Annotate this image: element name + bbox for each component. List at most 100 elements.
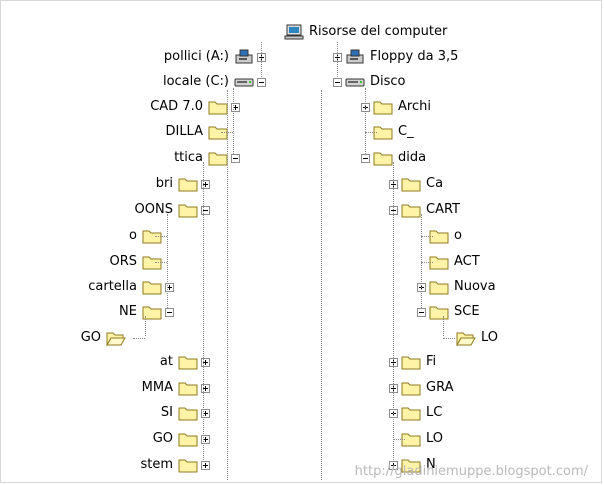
folder-open-icon [456, 332, 476, 346]
expand-toggle[interactable] [231, 102, 240, 112]
tree-item-label: dida [398, 150, 427, 165]
tree-item-dilla[interactable]: DILLA [163, 122, 240, 142]
collapse-toggle[interactable] [361, 153, 370, 163]
tree-item-nuova[interactable]: Nuova [417, 277, 498, 297]
folder-icon [178, 433, 198, 447]
tree-item-at[interactable]: at [158, 352, 210, 372]
tree-root[interactable]: Risorse del computer [284, 22, 449, 42]
collapse-toggle[interactable] [231, 153, 240, 163]
expand-toggle[interactable] [201, 460, 210, 470]
tree-item-mma[interactable]: MMA [140, 378, 210, 398]
tree-item-label: LC [426, 405, 443, 420]
tree-item-o2[interactable]: o [417, 226, 464, 246]
tree-line [337, 42, 338, 79]
tree-line [261, 42, 262, 79]
tree-line [443, 338, 455, 339]
tree-item-lo-open[interactable]: LO [456, 328, 500, 348]
tree-item-cart[interactable]: CART [389, 200, 462, 220]
tree-item-label: o [454, 228, 462, 243]
tree-item-label: LO [481, 330, 499, 345]
tree-item-label: ACT [454, 254, 480, 269]
collapse-toggle[interactable] [417, 307, 426, 317]
folder-icon [429, 256, 449, 270]
tree-item-ca[interactable]: Ca [389, 174, 445, 194]
folder-icon [401, 356, 421, 370]
folder-icon [401, 407, 421, 421]
tree-line [421, 262, 433, 263]
folder-icon [142, 306, 162, 320]
tree-item-label: NE [119, 304, 137, 319]
tree-item-ne[interactable]: NE [117, 302, 174, 322]
expand-toggle[interactable] [201, 383, 210, 393]
tree-item-go-open[interactable]: GO [79, 328, 138, 348]
collapse-toggle[interactable] [201, 205, 210, 215]
folder-icon [401, 382, 421, 396]
tree-item-label: LO [426, 431, 444, 446]
tree-item-label: ttica [174, 150, 203, 165]
tree-line [365, 88, 366, 154]
tree-item-label: CAD 7.0 [150, 99, 203, 114]
floppy-drive-icon [235, 49, 253, 64]
tree-item-oons[interactable]: OONS [133, 200, 210, 220]
folder-icon [178, 204, 198, 218]
tree-item-disco[interactable]: Disco [333, 72, 408, 92]
expand-toggle[interactable] [201, 408, 210, 418]
tree-line [145, 316, 146, 336]
folder-icon [401, 433, 421, 447]
tree-item-locale[interactable]: locale (C:) [161, 72, 266, 92]
folder-icon [142, 230, 162, 244]
folder-icon [208, 101, 228, 115]
folder-icon [178, 356, 198, 370]
tree-line [365, 132, 377, 133]
tree-item-label: Nuova [454, 279, 496, 294]
tree-item-label: ORS [109, 254, 137, 269]
tree-item-archi[interactable]: Archi [361, 97, 433, 117]
expand-toggle[interactable] [389, 460, 398, 470]
tree-item-bri[interactable]: bri [154, 174, 210, 194]
tree-item-lc[interactable]: LC [389, 403, 444, 423]
tree-item-sce[interactable]: SCE [417, 302, 482, 322]
tree-item-n[interactable]: N [389, 455, 438, 475]
tree-guide-line [321, 90, 322, 480]
tree-item-label: locale (C:) [162, 74, 229, 89]
folder-icon [401, 204, 421, 218]
tree-item-ors[interactable]: ORS [107, 252, 174, 272]
folder-icon [208, 152, 228, 166]
folder-icon [429, 281, 449, 295]
tree-item-o[interactable]: o [127, 226, 174, 246]
tree-item-ttica[interactable]: ttica [172, 148, 240, 168]
tree-item-label: pollici (A:) [163, 49, 229, 64]
tree-item-fi[interactable]: Fi [389, 352, 438, 372]
folder-icon [178, 382, 198, 396]
tree-item-go[interactable]: GO [151, 429, 210, 449]
hard-drive-icon [345, 78, 365, 87]
tree-item-label: Fi [426, 354, 437, 369]
tree-item-floppy[interactable]: Floppy da 3,5 [333, 47, 460, 67]
folder-icon [373, 152, 393, 166]
tree-item-act[interactable]: ACT [417, 252, 482, 272]
tree-item-label: MMA [141, 380, 173, 395]
folder-icon [178, 178, 198, 192]
tree-item-cartella[interactable]: cartella [86, 277, 174, 297]
expand-toggle[interactable] [201, 434, 210, 444]
tree-item-stem[interactable]: stem [138, 455, 210, 475]
tree-item-label: N [426, 457, 436, 472]
expand-toggle[interactable] [201, 357, 210, 367]
folder-icon [373, 101, 393, 115]
tree-line [393, 439, 405, 440]
expand-toggle[interactable] [165, 282, 174, 292]
tree-line [167, 214, 168, 308]
collapse-toggle[interactable] [165, 307, 174, 317]
tree-item-gra[interactable]: GRA [389, 378, 455, 398]
tree-item-lo[interactable]: LO [389, 429, 445, 449]
tree-item-dida[interactable]: dida [361, 148, 428, 168]
tree-line [155, 262, 167, 263]
expand-toggle[interactable] [201, 179, 210, 189]
tree-line [393, 162, 394, 460]
tree-item-pollici[interactable]: pollici (A:) [162, 47, 266, 67]
tree-item-label: SCE [454, 304, 480, 319]
tree-item-c[interactable]: C_ [361, 122, 416, 142]
tree-item-label: GRA [426, 380, 454, 395]
tree-item-si[interactable]: SI [159, 403, 210, 423]
